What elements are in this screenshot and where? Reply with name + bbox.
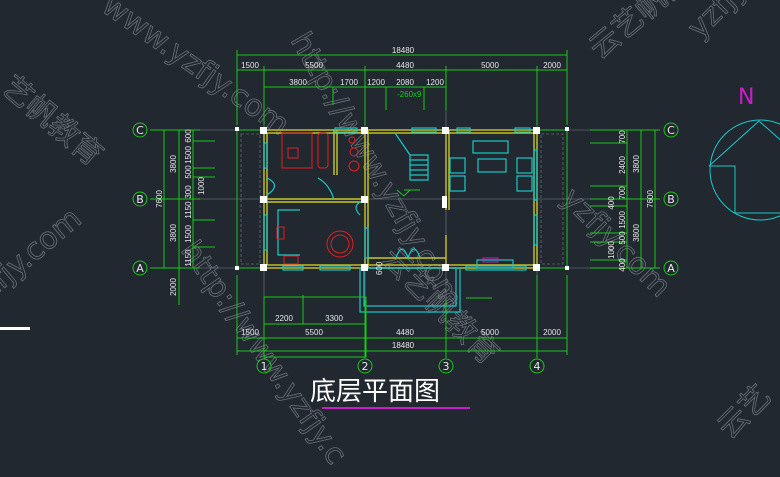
dim-text: 1500 <box>241 328 259 337</box>
dim-text: 1200 <box>426 78 444 87</box>
dim-text: 1000 <box>197 177 206 195</box>
axis-label: C <box>136 124 144 137</box>
furniture <box>276 132 360 258</box>
stair-label: -260x9 <box>397 90 422 99</box>
cursor-mark <box>0 327 30 330</box>
axis-label: B <box>136 193 144 206</box>
dim-text: 1200 <box>367 78 385 87</box>
right-dimension-lines <box>590 129 660 269</box>
dim-text: 3800 <box>169 155 178 173</box>
dim-text: 1700 <box>340 78 358 87</box>
axis-label: 4 <box>534 360 541 373</box>
axis-circle <box>663 191 679 207</box>
top-dimension-lines <box>236 50 568 125</box>
columns <box>235 127 569 271</box>
north-label: N <box>738 85 754 110</box>
axis-circle <box>132 260 148 276</box>
dim-text: 1150 <box>184 249 193 267</box>
right-dimensions: 7600 3800 3800 700 2400 700 400 1500 500… <box>607 130 655 272</box>
dim-text: 3300 <box>325 314 343 323</box>
dim-text: 600 <box>184 129 193 143</box>
dim-text: 500 <box>618 231 627 245</box>
dim-text: 2400 <box>618 156 627 174</box>
dim-text: 5500 <box>305 328 323 337</box>
axis-circle <box>663 122 679 138</box>
axis-circle <box>438 358 454 374</box>
dim-text: 700 <box>618 186 627 200</box>
tv-cabinet <box>482 257 499 263</box>
axis-label: C <box>667 124 675 137</box>
dim-text: 2000 <box>543 61 561 70</box>
porch-dim: 600 <box>375 261 384 275</box>
dim-text: 700 <box>618 130 627 144</box>
dim-text: 1500 <box>184 225 193 243</box>
axis-bubble-3: 3 <box>438 358 454 374</box>
axis-bubble-A-left: A <box>132 260 148 276</box>
axis-bubble-1: 1 <box>256 358 272 374</box>
dim-text: 400 <box>618 258 627 272</box>
dim-text: 1500 <box>618 211 627 229</box>
axis-bubble-C-right: C <box>663 122 679 138</box>
axis-bubbles: C B A C B A 1 2 3 4 <box>132 122 679 374</box>
axis-circle <box>529 358 545 374</box>
dim-text: 2080 <box>396 78 414 87</box>
axis-label: 1 <box>261 360 268 373</box>
dim-text: 1500 <box>184 146 193 164</box>
axis-circle <box>256 358 272 374</box>
dim-text: 7600 <box>646 190 655 208</box>
dim-text: 2000 <box>543 328 561 337</box>
dim-text: 3800 <box>632 155 641 173</box>
axis-bubble-4: 4 <box>529 358 545 374</box>
dim-text: 1000 <box>607 241 616 259</box>
dim-text: 7600 <box>155 190 164 208</box>
dim-text: 5500 <box>305 61 323 70</box>
svg-text:zfjy.com: zfjy.com <box>0 201 88 306</box>
bottom-dimensions: 2200 3300 1500 5500 4480 5000 2000 18480 <box>241 314 561 350</box>
windows <box>263 127 538 313</box>
dim-text: 18480 <box>392 46 415 55</box>
elevation-marker <box>396 189 420 197</box>
dim-text: 400 <box>607 196 616 210</box>
axis-bubble-B-right: B <box>663 191 679 207</box>
dim-text: 4480 <box>396 328 414 337</box>
axis-bubble-C-left: C <box>132 122 148 138</box>
axis-label: 3 <box>443 360 450 373</box>
axis-circle <box>132 122 148 138</box>
drawing-title: 底层平面图 <box>310 377 440 407</box>
axis-circle <box>663 260 679 276</box>
svg-text:yzfjy: yzfjy <box>681 0 755 46</box>
stove <box>283 255 299 265</box>
bottom-dimension-lines <box>236 275 568 358</box>
dim-text: 3800 <box>289 78 307 87</box>
top-dimensions: 18480 1500 5500 4480 5000 2000 3800 1700… <box>241 46 561 87</box>
dim-text: 2000 <box>169 278 178 296</box>
dim-text: 3800 <box>632 224 641 242</box>
svg-text:www.yzfjy.com: www.yzfjy.com <box>95 0 295 143</box>
svg-text:云艺: 云艺 <box>711 378 778 445</box>
dim-text: 2200 <box>275 314 293 323</box>
axis-label: A <box>667 262 675 275</box>
svg-text:艺帆教育: 艺帆教育 <box>0 69 109 173</box>
dim-text: 300 <box>184 185 193 199</box>
dim-text: 1500 <box>241 61 259 70</box>
north-arrow-icon: N <box>708 85 780 221</box>
left-dimensions: 7600 3800 3800 2000 600 1500 500 300 115… <box>155 129 206 296</box>
dim-text: 18480 <box>392 341 415 350</box>
axis-label: A <box>136 262 144 275</box>
axis-circle <box>357 358 373 374</box>
dim-text: 4480 <box>396 61 414 70</box>
axis-label: B <box>667 193 675 206</box>
left-dimension-lines <box>150 129 215 305</box>
axis-label: 2 <box>362 360 369 373</box>
dim-text: 3800 <box>169 224 178 242</box>
dim-text: 5000 <box>481 61 499 70</box>
axis-bubble-A-right: A <box>663 260 679 276</box>
axis-bubble-B-left: B <box>132 191 148 207</box>
dim-text: 5000 <box>481 328 499 337</box>
dim-text: 500 <box>184 165 193 179</box>
axis-circle <box>132 191 148 207</box>
axis-bubble-2: 2 <box>357 358 373 374</box>
dim-text: 1150 <box>184 201 193 219</box>
